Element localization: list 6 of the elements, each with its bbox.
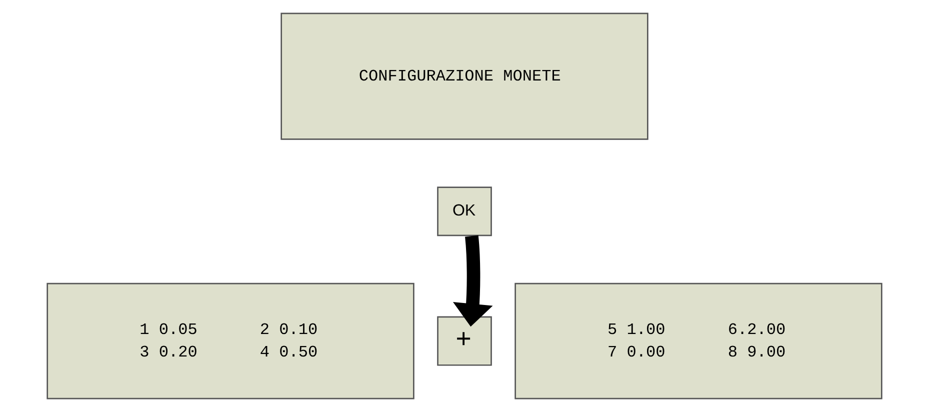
node-box: 1 0.05 2 0.10 3 0.20 4 0.50 (46, 282, 414, 400)
node-box: CONFIGURAZIONE MONETE (280, 12, 648, 140)
arrow (452, 235, 492, 327)
node-box: + (436, 316, 492, 366)
node-box: OK (436, 186, 492, 236)
node-box: 5 1.00 6.2.00 7 0.00 8 9.00 (514, 282, 882, 400)
